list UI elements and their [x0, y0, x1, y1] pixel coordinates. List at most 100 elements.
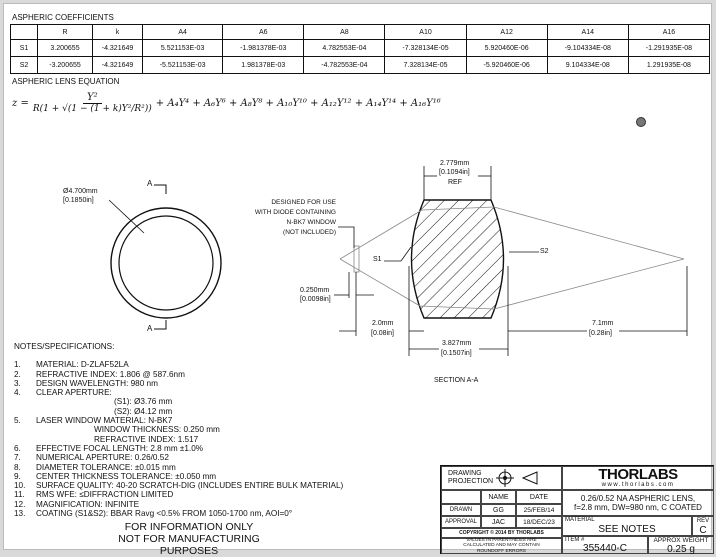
note-item: 8.DIAMETER TOLERANCE: ±0.015 mm: [14, 463, 343, 472]
wd-in: [0.08in]: [371, 330, 394, 337]
lens-equation: z = Y² R(1 + √(1 − (1 + k)Y²/R²)) + A₄Y⁴…: [12, 92, 441, 114]
equation-denominator: R(1 + √(1 − (1 + k)Y²/R²)): [32, 104, 152, 114]
note-item: 11. RMS WFE: ≤DIFFRACTION LIMITED: [14, 490, 343, 499]
equation-title: ASPHERIC LENS EQUATION: [12, 77, 120, 86]
note-text: LASER WINDOW MATERIAL: N-BK7: [36, 416, 173, 426]
note-item: 6. EFFECTIVE FOCAL LENGTH: 2.8 mm ±1.0%: [14, 444, 343, 453]
note-number: 1.: [14, 360, 21, 370]
approval-label: APPROVAL: [441, 516, 481, 528]
front-view: [108, 184, 222, 330]
note-text: CLEAR APERTURE:: [36, 388, 112, 398]
name-header: NAME: [481, 490, 516, 504]
note-text: EFFECTIVE FOCAL LENGTH: 2.8 mm ±1.0%: [36, 443, 204, 453]
projection-label: DRAWING PROJECTION: [448, 470, 494, 485]
section-view: [334, 166, 688, 356]
notes-section: NOTES/SPECIFICATIONS: 1.MATERIAL: D-ZLAF…: [14, 342, 343, 518]
note-number: 11.: [14, 490, 25, 500]
projection-symbol-icon: [496, 469, 538, 487]
note-line: N-BK7 WINDOW: [286, 219, 336, 226]
note-item: WINDOW THICKNESS: 0.250 mm: [14, 425, 343, 434]
edge-in: [0.1094in]: [439, 169, 470, 176]
note-number: [14, 407, 36, 416]
material-cell: MATERIAL SEE NOTES: [562, 516, 692, 536]
approval-name: JAC: [481, 516, 516, 528]
drawing-svg: [108, 166, 688, 356]
section-arrow-bottom: [154, 320, 167, 330]
section-label-top: A: [147, 179, 153, 188]
projection-cell: DRAWING PROJECTION: [441, 466, 562, 490]
drawn-label: DRAWN: [441, 504, 481, 516]
note-text: DIAMETER TOLERANCE: ±0.015 mm: [36, 462, 176, 472]
description-line: 0.26/0.52 NA ASPHERIC LENS,: [580, 494, 696, 503]
window-in: [0.0098in]: [300, 296, 331, 303]
note-number: [14, 435, 36, 444]
logo-cell: THORLABS www.thorlabs.com: [562, 466, 714, 490]
note-item: 3. DESIGN WAVELENGTH: 980 nm: [14, 379, 343, 388]
s1-label: S1: [373, 256, 382, 263]
description-line: f=2.8 mm, DW=980 nm, C COATED: [574, 503, 702, 512]
table-cell: -5.920460E-06: [465, 56, 548, 74]
lens-inner-circle: [118, 215, 214, 311]
ct-mm: 3.827mm: [442, 340, 472, 347]
note-text: (S1): Ø3.76 mm: [114, 397, 173, 407]
lens-section: [410, 199, 505, 319]
ray-cone: [339, 206, 685, 310]
lens-outer-circle: [110, 207, 222, 319]
note-item: 10.SURFACE QUALITY: 40-20 SCRATCH-DIG (I…: [14, 481, 343, 490]
weight-cell: APPROX WEIGHT 0.25 g: [648, 536, 714, 555]
section-arrow-top: [154, 184, 167, 194]
window-mm: 0.250mm: [300, 287, 330, 294]
item-cell: ITEM # 355440-C: [562, 536, 648, 554]
disclaimer-line: FOR INFORMATION ONLY: [124, 521, 254, 533]
note-text: CENTER THICKNESS TOLERANCE: ±0.050 mm: [36, 471, 217, 481]
disclaimer: FOR INFORMATION ONLY NOT FOR MANUFACTURI…: [104, 521, 274, 557]
note-item: 1. MATERIAL: D-ZLAF52LA: [14, 360, 343, 369]
date-header: DATE: [516, 490, 562, 504]
note-item: 2.REFRACTIVE INDEX: 1.806 @ 587.6nm: [14, 370, 343, 379]
equation-tail: + A₄Y⁴ + A₆Y⁶ + A₈Y⁸ + A₁₀Y¹⁰ + A₁₂Y¹² +…: [155, 97, 441, 109]
rev-value: C: [699, 525, 707, 536]
note-line: (NOT INCLUDED): [283, 229, 336, 236]
note-number: 5.: [14, 416, 21, 426]
note-item: 4. CLEAR APERTURE:: [14, 388, 343, 397]
bfl-in: [0.28in]: [589, 330, 612, 337]
note-text: DESIGN WAVELENGTH: 980 nm: [36, 378, 158, 388]
note-text: REFRACTIVE INDEX: 1.806 @ 587.6nm: [36, 369, 185, 379]
edge-ref: REF: [448, 179, 462, 186]
thorlabs-logo: THORLABS: [598, 466, 678, 483]
thorlabs-url: www.thorlabs.com: [601, 482, 675, 488]
note-number: 4.: [14, 388, 21, 398]
note-number: 3.: [14, 378, 21, 388]
note-text: (S2): Ø4.12 mm: [114, 406, 173, 416]
drawn-date: 25/FEB/14: [516, 504, 562, 516]
title-block: DRAWING PROJECTION NAME DATE DRAWN GG 25…: [440, 465, 714, 555]
note-text: SURFACE QUALITY: 40-20 SCRATCH-DIG (INCL…: [36, 481, 344, 491]
bfl-mm: 7.1mm: [592, 320, 614, 327]
table-cell: 1.291935E-08: [627, 56, 711, 74]
section-label-bottom: A: [147, 324, 153, 333]
drawing-sheet: ASPHERIC COEFFICIENTS R k A4 A6 A8 A10 A…: [3, 3, 714, 557]
weight-header: APPROX WEIGHT: [653, 537, 709, 544]
table-cell: 1.981378E-03: [222, 56, 305, 74]
s2-label: S2: [540, 248, 549, 255]
note-item: (S2): Ø4.12 mm: [14, 407, 343, 416]
cursor-marker: [636, 117, 646, 127]
table-cell: -3.200655: [37, 56, 93, 74]
equation-lhs: z =: [12, 97, 29, 109]
note-number: 13.: [14, 509, 26, 519]
disclaimer-line: NOT FOR MANUFACTURING PURPOSES: [118, 533, 260, 557]
coefficients-table: R k A4 A6 A8 A10 A12 A14 A16 S1 3.200655…: [10, 24, 711, 74]
item-header: ITEM #: [565, 537, 585, 543]
note-text: MATERIAL: D-ZLAF52LA: [36, 360, 129, 370]
note-number: 9.: [14, 471, 21, 481]
note-text: RMS WFE: ≤DIFFRACTION LIMITED: [36, 490, 174, 500]
note-number: 6.: [14, 443, 21, 453]
note-item: 9. CENTER THICKNESS TOLERANCE: ±0.050 mm: [14, 472, 343, 481]
table-row: S2 -3.200655 -4.321649 -5.521153E-03 1.9…: [10, 56, 711, 74]
note-item: REFRACTIVE INDEX: 1.517: [14, 435, 343, 444]
table-row: S1 3.200655 -4.321649 5.521153E-03 -1.98…: [10, 39, 711, 57]
rev-header: REV: [696, 518, 710, 524]
material-value: SEE NOTES: [598, 523, 656, 535]
diameter-mm: Ø4.700mm: [63, 188, 98, 195]
